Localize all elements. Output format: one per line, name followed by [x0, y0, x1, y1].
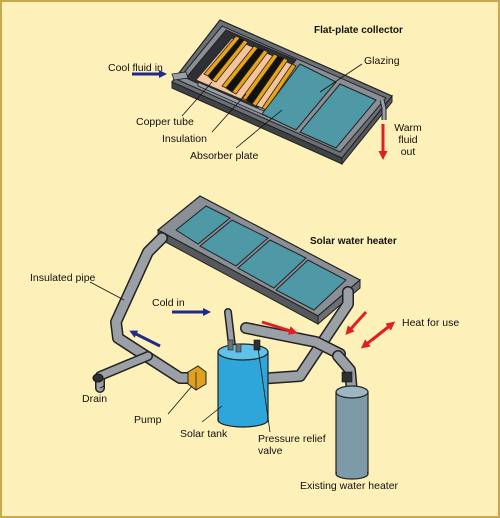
insulated-pipe	[95, 232, 358, 398]
warm-fluid-out-line-1: Warm	[394, 122, 422, 134]
warm-fluid-out-label: Warm fluid out	[392, 122, 424, 158]
solar-water-heater	[89, 195, 396, 480]
existing-heater-label: Existing water heater	[300, 480, 399, 492]
pressure-relief-line-2: valve	[258, 445, 283, 457]
collector-title: Flat-plate collector	[314, 25, 403, 36]
collector-out-arrow	[345, 310, 368, 335]
pressure-relief-line-1: Pressure relief	[258, 433, 326, 445]
heat-for-use-arrow-back	[360, 322, 393, 349]
absorber-plate-label: Absorber plate	[190, 150, 259, 162]
copper-tube-label: Copper tube	[136, 116, 194, 128]
insulation-label: Insulation	[162, 133, 207, 145]
warm-fluid-out-line-3: out	[400, 146, 416, 158]
pressure-relief-label: Pressure relief valve	[258, 433, 326, 457]
cool-fluid-in-label: Cool fluid in	[108, 62, 163, 74]
copper-tubes	[203, 35, 297, 111]
return-flow-arrow	[129, 330, 161, 348]
pump-label: Pump	[134, 414, 162, 426]
existing-water-heater	[335, 371, 369, 480]
pump	[187, 365, 207, 391]
drain-label: Drain	[82, 393, 108, 405]
warm-fluid-out-line-2: fluid	[398, 134, 418, 146]
glazing-panel-1	[261, 63, 337, 131]
solar-tank	[217, 339, 269, 428]
hot-flow-arrow	[261, 320, 298, 335]
heater-title: Solar water heater	[310, 236, 397, 247]
cold-in-label: Cold in	[152, 297, 185, 309]
glazing-panel-2	[299, 83, 377, 149]
flat-plate-collector	[132, 19, 393, 166]
drain-spout	[92, 373, 104, 383]
pressure-relief-valve	[253, 339, 261, 351]
solar-tank-label: Solar tank	[180, 428, 228, 440]
heat-for-use-label: Heat for use	[402, 317, 460, 329]
glazing-label: Glazing	[364, 55, 400, 67]
insulated-pipe-label: Insulated pipe	[30, 272, 96, 284]
